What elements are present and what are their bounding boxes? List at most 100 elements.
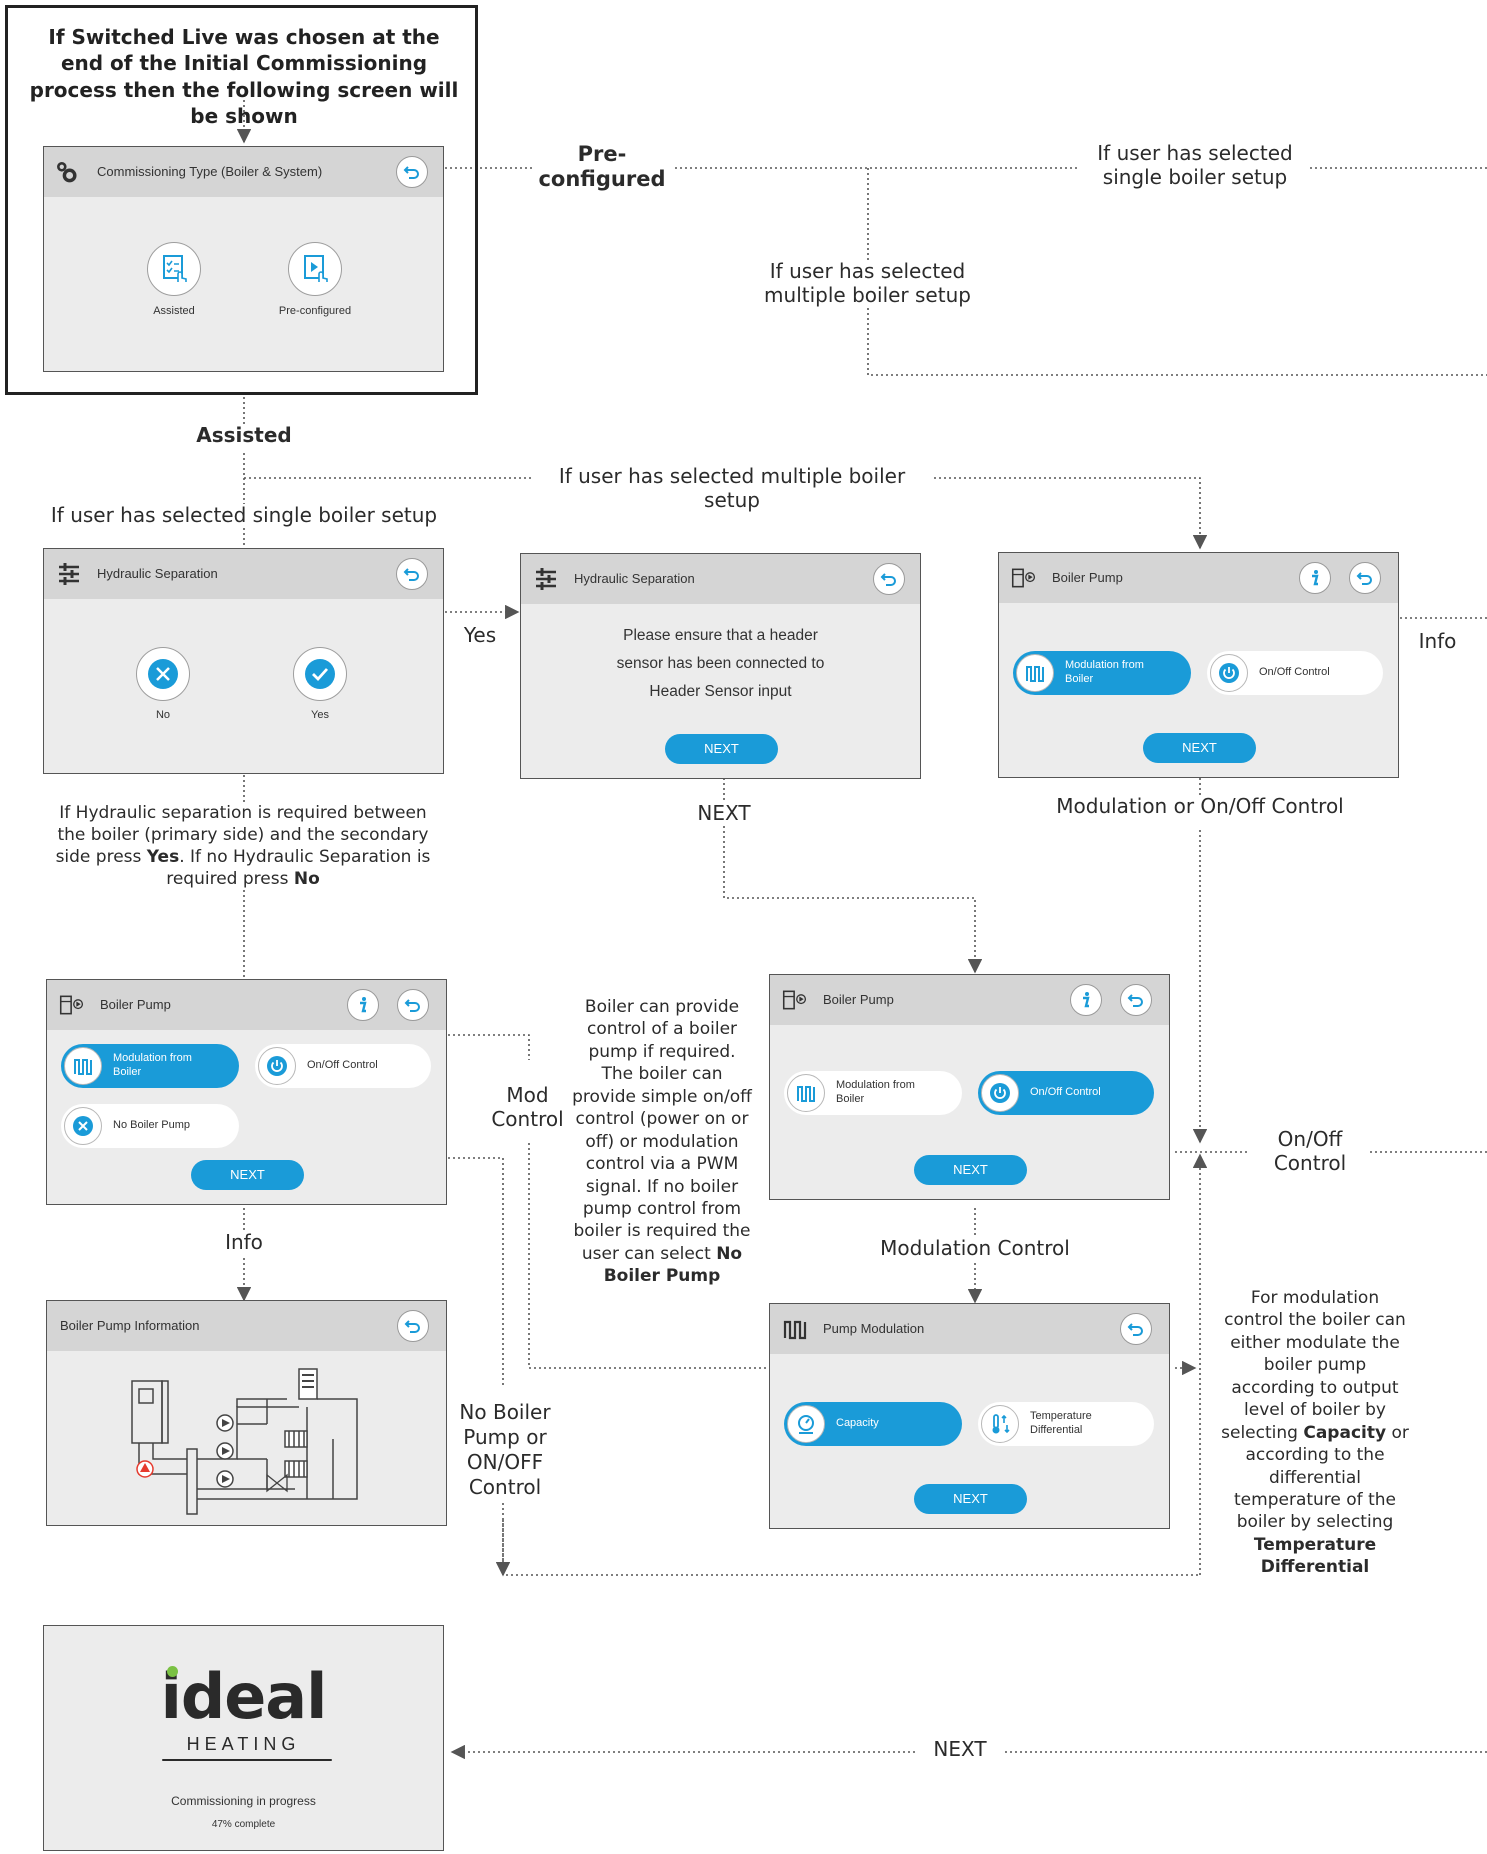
screen-title: Boiler Pump xyxy=(1052,570,1123,585)
next-button[interactable]: NEXT xyxy=(665,734,778,764)
preconfigured-label: Pre-configured xyxy=(278,305,352,317)
check-icon xyxy=(305,659,335,689)
back-arrow-icon xyxy=(404,999,420,1012)
back-arrow-icon xyxy=(1127,1323,1143,1336)
info-button[interactable] xyxy=(347,989,379,1021)
no-pump-option[interactable]: No Boiler Pump xyxy=(61,1104,239,1148)
sliders-icon xyxy=(536,568,556,590)
screen-title: Commissioning Type (Boiler & System) xyxy=(97,164,323,179)
label-line: Differential xyxy=(1030,1424,1083,1436)
no-button[interactable] xyxy=(136,647,190,701)
onoff-option[interactable]: On/Off Control xyxy=(1207,651,1383,695)
capacity-option[interactable]: Capacity xyxy=(784,1402,962,1446)
yes-path-label: Yes xyxy=(455,623,505,648)
gears-icon xyxy=(57,162,77,183)
boiler-pump-icon xyxy=(59,995,84,1015)
note-text: or according to the differential tempera… xyxy=(1234,1422,1409,1533)
note-bold: No xyxy=(293,869,320,890)
screen-title: Pump Modulation xyxy=(823,1321,925,1336)
back-button[interactable] xyxy=(396,156,428,188)
onoff-option[interactable]: On/Off Control xyxy=(978,1071,1154,1115)
label-line: Boiler xyxy=(1065,673,1094,685)
modulation-wave-icon xyxy=(797,1086,815,1102)
back-button[interactable] xyxy=(396,558,428,590)
note-text: If Hydraulic separation is required betw… xyxy=(55,803,429,868)
preconfigured-button[interactable] xyxy=(288,242,342,296)
info-button[interactable] xyxy=(1070,984,1102,1016)
modulation-wave-icon xyxy=(783,1320,807,1340)
screen-header: Commissioning Type (Boiler & System) xyxy=(44,147,443,197)
back-button[interactable] xyxy=(1120,1313,1152,1345)
info-button[interactable] xyxy=(1299,562,1331,594)
screen-header: Boiler Pump xyxy=(770,975,1169,1025)
next-button[interactable]: NEXT xyxy=(914,1155,1027,1185)
boiler-pump-icon xyxy=(1011,568,1036,588)
no-pump-knob xyxy=(64,1107,102,1145)
no-label: No xyxy=(155,709,171,721)
screen-header: Boiler Pump xyxy=(999,553,1398,603)
yes-button[interactable] xyxy=(293,647,347,701)
logo-subtitle: HEATING xyxy=(186,1734,301,1754)
modulation-wave-icon xyxy=(1026,666,1044,682)
multiple-boiler-top-label: If user has selected multiple boiler set… xyxy=(740,259,995,308)
note-text: Boiler can provide control of a boiler p… xyxy=(572,997,752,1264)
temperature-knob xyxy=(981,1405,1019,1443)
modulation-note: For modulation control the boiler can ei… xyxy=(1220,1287,1410,1579)
back-arrow-icon xyxy=(404,1320,420,1333)
back-button[interactable] xyxy=(397,989,429,1021)
no-pump-label: No Boiler Pump xyxy=(113,1119,191,1132)
mod-control-label: Mod Control xyxy=(485,1083,570,1132)
logo-dot xyxy=(167,1666,178,1677)
label-line: Modulation from xyxy=(836,1079,915,1092)
modulation-knob xyxy=(1016,654,1054,692)
next-mid-label: NEXT xyxy=(686,801,762,826)
close-icon xyxy=(148,659,178,689)
next-button[interactable]: NEXT xyxy=(1143,733,1256,763)
screen-title: Boiler Pump Information xyxy=(60,1318,200,1333)
onoff-control-label: On/Off Control xyxy=(1255,1127,1365,1176)
next-bottom-label: NEXT xyxy=(915,1737,1005,1762)
ideal-logo: ideal xyxy=(44,1666,443,1728)
label-line: Temperature xyxy=(1030,1410,1092,1423)
info-icon xyxy=(1083,992,1090,1008)
message-line: sensor has been connected to xyxy=(616,655,825,672)
screen-header: Pump Modulation xyxy=(770,1304,1169,1354)
note-text: For modulation control the boiler can ei… xyxy=(1221,1288,1406,1443)
label-line: Boiler xyxy=(836,1093,865,1105)
status-text: Commissioning in progress xyxy=(171,1794,316,1808)
back-button[interactable] xyxy=(1349,562,1381,594)
next-button[interactable]: NEXT xyxy=(191,1160,304,1190)
checklist-touch-icon xyxy=(163,255,187,282)
assisted-button[interactable] xyxy=(147,242,201,296)
next-button[interactable]: NEXT xyxy=(914,1484,1027,1514)
back-arrow-icon xyxy=(880,573,896,586)
power-icon xyxy=(1219,663,1239,683)
screen-title: Boiler Pump xyxy=(823,992,894,1007)
modulation-knob xyxy=(64,1047,102,1085)
multiple-boiler-mid-label: If user has selected multiple boiler set… xyxy=(532,464,932,513)
thermometer-arrows-icon xyxy=(992,1414,1010,1434)
sliders-icon xyxy=(59,563,79,585)
capacity-knob xyxy=(787,1405,825,1443)
onoff-label: On/Off Control xyxy=(307,1059,378,1072)
back-button[interactable] xyxy=(873,563,905,595)
info-icon xyxy=(1312,570,1319,586)
progress-text: 47% complete xyxy=(211,1819,276,1830)
hydraulic-note: If Hydraulic separation is required betw… xyxy=(44,802,442,891)
screen-header: Hydraulic Separation xyxy=(44,549,443,599)
back-button[interactable] xyxy=(1120,984,1152,1016)
screen-title: Boiler Pump xyxy=(100,997,171,1012)
onoff-option[interactable]: On/Off Control xyxy=(255,1044,431,1088)
back-button[interactable] xyxy=(397,1310,429,1342)
message-line: Header Sensor input xyxy=(649,683,792,700)
logo-swoosh xyxy=(162,1759,332,1761)
note-bold: No Boiler Pump xyxy=(603,1243,743,1287)
